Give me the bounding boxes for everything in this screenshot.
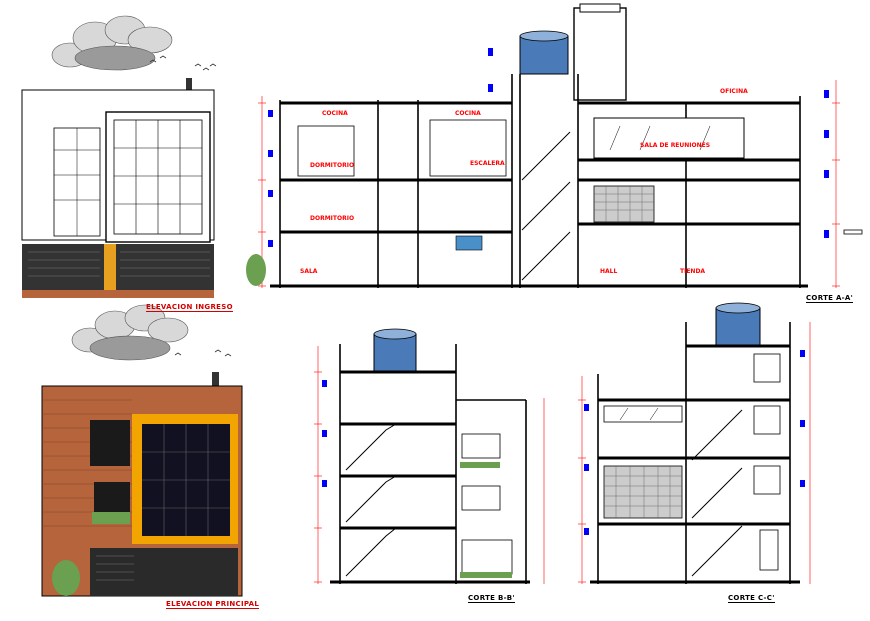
- title-elevacion-ingreso: ELEVACION INGRESO: [146, 303, 233, 312]
- title-corte-c-c: CORTE C-C': [728, 594, 775, 603]
- section-c-c: [578, 302, 811, 584]
- title-elevacion-principal: ELEVACION PRINCIPAL: [166, 600, 260, 609]
- room-label-dormitorio: DORMITORIO: [310, 162, 355, 169]
- section-a-a: [246, 3, 863, 288]
- title-corte-a-a: CORTE A-A': [806, 294, 854, 303]
- section-b-b: [314, 328, 545, 584]
- rooftop-figure: [212, 372, 219, 386]
- room-label-sala-reuniones: SALA DE REUNIONES: [640, 142, 711, 149]
- water-tank-icon: [715, 307, 761, 347]
- birds-icon: [174, 349, 232, 357]
- room-label-oficina: OFICINA: [720, 88, 748, 95]
- birds-icon: [149, 55, 217, 71]
- room-label-cocina: COCINA: [322, 110, 348, 117]
- cloud-icon: [71, 304, 189, 361]
- tree-icon: [246, 254, 266, 286]
- room-label-escalera: ESCALERA: [470, 160, 505, 167]
- water-tank-icon: [373, 333, 417, 373]
- elevation-principal: [41, 304, 243, 597]
- room-label-dormitorio: DORMITORIO: [310, 215, 355, 222]
- room-label-tienda: TIENDA: [680, 268, 706, 275]
- room-label-hall: HALL: [600, 268, 618, 275]
- elevation-ingreso: [21, 15, 217, 298]
- room-label-cocina: COCINA: [455, 110, 481, 117]
- tree-icon: [52, 560, 80, 596]
- room-label-sala: SALA: [300, 268, 318, 275]
- rooftop-figure: [186, 78, 192, 90]
- cloud-icon: [51, 15, 173, 71]
- title-corte-b-b: CORTE B-B': [468, 594, 515, 603]
- water-tank-icon: [519, 35, 569, 75]
